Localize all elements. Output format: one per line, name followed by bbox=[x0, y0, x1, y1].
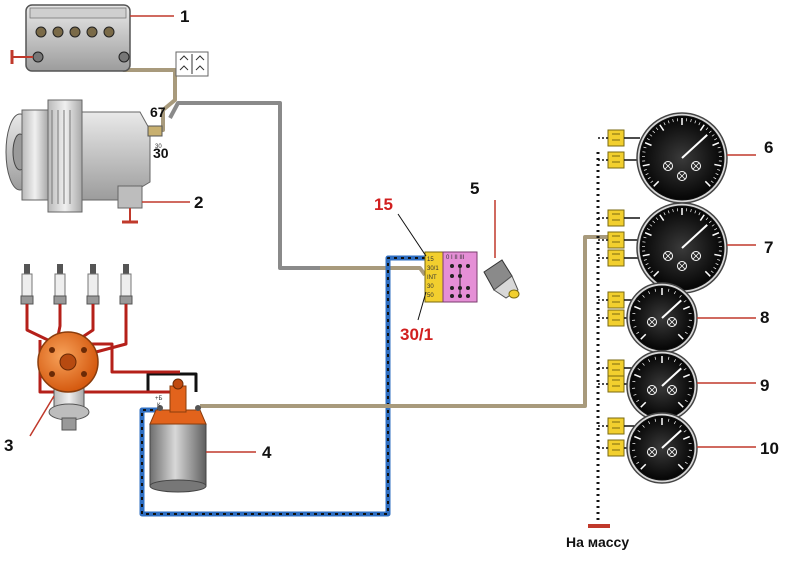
switch-pin-label: 30 bbox=[427, 284, 434, 290]
alternator-terminal-30-small: 30 bbox=[155, 144, 162, 150]
battery-cells bbox=[35, 26, 115, 38]
spark-plug-icon bbox=[86, 264, 100, 305]
connector-block bbox=[607, 417, 625, 435]
callout-2: 2 bbox=[194, 193, 203, 212]
connector-block bbox=[607, 375, 625, 393]
switch-pin-label: 30/1 bbox=[427, 266, 439, 272]
connector-block bbox=[607, 309, 625, 327]
instrument-connectors bbox=[598, 129, 640, 457]
callout-6: 6 bbox=[764, 138, 773, 157]
callout-8: 8 bbox=[760, 308, 769, 327]
connector-block bbox=[607, 129, 625, 147]
switch-terminal-15: 15 bbox=[374, 195, 393, 214]
switch-top-label: 0 I II III bbox=[446, 255, 465, 261]
leader-switch-15 bbox=[397, 213, 427, 257]
alternator-terminal-30: 30 bbox=[153, 145, 169, 161]
battery-negative-terminal bbox=[32, 51, 44, 63]
instrument-gauges bbox=[626, 112, 756, 484]
spark-plug-icon bbox=[53, 264, 67, 305]
alternator-terminal-67: 67 bbox=[150, 104, 166, 120]
oil-pressure-gauge-icon bbox=[626, 412, 698, 484]
connector-block bbox=[607, 359, 625, 377]
wire-switch-to-coil-dash bbox=[141, 257, 425, 515]
wire-gray-to-tan-switch bbox=[320, 266, 427, 277]
connector-block bbox=[607, 291, 625, 309]
switch-terminal-30-1: 30/1 bbox=[400, 325, 433, 344]
callout-7: 7 bbox=[764, 238, 773, 257]
connector-block bbox=[607, 151, 625, 169]
callout-5: 5 bbox=[470, 179, 479, 198]
speedometer-gauge-icon bbox=[636, 202, 728, 294]
temperature-gauge-icon bbox=[626, 350, 698, 422]
coil-terminal-plus-b: +Б bbox=[155, 396, 163, 402]
callout-3: 3 bbox=[4, 436, 13, 455]
distributor-icon bbox=[37, 331, 99, 431]
battery bbox=[10, 4, 131, 72]
coil-terminal-k: К bbox=[157, 403, 161, 409]
warning-lamp-icon bbox=[483, 259, 520, 299]
callout-leader-3 bbox=[29, 395, 55, 437]
spark-plug-icon bbox=[119, 264, 133, 305]
ignition-coil-icon bbox=[149, 378, 207, 493]
callout-4: 4 bbox=[262, 443, 272, 462]
switch-pin-label: 15 bbox=[427, 257, 434, 263]
battery-icon bbox=[25, 4, 131, 72]
switch-pin-label: 50 bbox=[427, 293, 434, 299]
switch-pin-label: INT bbox=[427, 275, 437, 281]
callout-10: 10 bbox=[760, 439, 779, 458]
wire-coil-to-gauges bbox=[200, 235, 608, 408]
callout-1: 1 bbox=[180, 7, 189, 26]
fuel-gauge-icon bbox=[626, 282, 698, 354]
alternator-icon bbox=[5, 99, 163, 224]
callout-9: 9 bbox=[760, 376, 769, 395]
fuse-icon bbox=[175, 51, 209, 77]
spark-plugs bbox=[20, 264, 133, 305]
wires bbox=[100, 57, 608, 524]
connector-block bbox=[607, 439, 625, 457]
wire-alternator-to-switch bbox=[168, 101, 320, 270]
connector-block bbox=[607, 231, 625, 249]
leader-switch-30-1 bbox=[417, 291, 427, 321]
spark-plug-icon bbox=[20, 264, 34, 305]
tachometer-gauge-icon bbox=[636, 112, 728, 204]
battery-positive-terminal bbox=[118, 51, 130, 63]
ground-label: На массу bbox=[566, 534, 629, 550]
connector-block bbox=[607, 209, 625, 227]
connector-block bbox=[607, 249, 625, 267]
